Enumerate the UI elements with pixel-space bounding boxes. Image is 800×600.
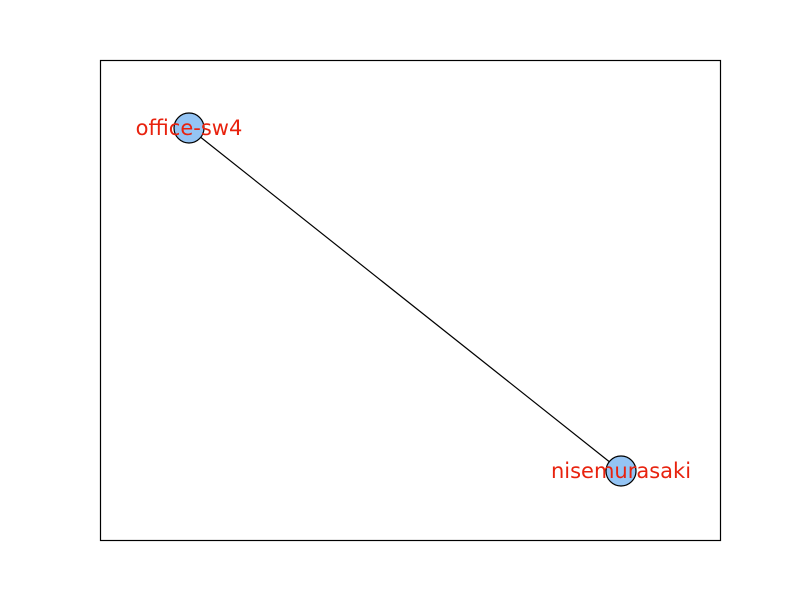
labels-layer: office-sw4 nisemurasaki: [136, 116, 691, 483]
node-nisemurasaki: [605, 455, 637, 487]
plot-frame: [99, 59, 722, 542]
node-label-nisemurasaki: nisemurasaki: [551, 459, 691, 483]
nodes-layer: [173, 112, 637, 487]
node-label-office-sw4: office-sw4: [136, 116, 243, 140]
edge-office-sw4-nisemurasaki: [188, 127, 622, 472]
edges-layer: [188, 127, 622, 472]
node-office-sw4: [173, 112, 205, 144]
